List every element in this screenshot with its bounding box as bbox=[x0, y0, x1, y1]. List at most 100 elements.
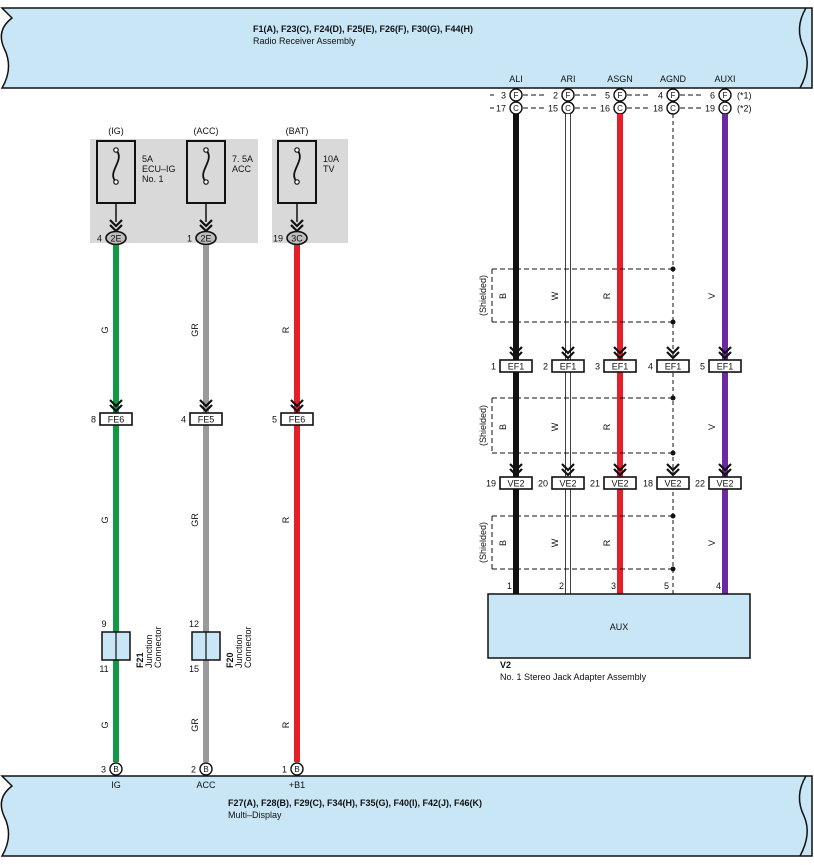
signal-name: ARI bbox=[560, 74, 575, 84]
top-component-banner: F1(A), F23(C), F24(D), F25(E), F26(F), F… bbox=[0, 7, 813, 89]
f-connector: F bbox=[561, 88, 575, 102]
f-pin: 5 bbox=[605, 91, 610, 101]
chevron-icon bbox=[718, 346, 732, 360]
c-connector: C bbox=[718, 101, 732, 115]
fe-connector-pin: 4 bbox=[181, 415, 186, 425]
f-connector-label: F bbox=[566, 91, 571, 100]
fuse-group-label: (IG) bbox=[108, 126, 124, 136]
c-connector-label: C bbox=[722, 104, 728, 113]
aux-box-name: AUX bbox=[610, 622, 629, 632]
fuse-amp: 7. 5A bbox=[232, 154, 253, 164]
b-connector-label: B bbox=[203, 765, 208, 774]
fuse-connector-label: 2E bbox=[110, 234, 121, 244]
c-connector: C bbox=[561, 101, 575, 115]
b-connector-pin: 2 bbox=[191, 765, 196, 775]
wire-color-code: W bbox=[550, 291, 560, 300]
junction-line1: Junction bbox=[144, 634, 154, 668]
wire-color-code: R bbox=[602, 292, 612, 299]
ef-connector: EF1 2 bbox=[543, 359, 585, 373]
fuse-connector: 2E4 bbox=[97, 230, 127, 246]
c-pin: 18 bbox=[653, 104, 663, 114]
fuse-name: ACC bbox=[232, 164, 252, 174]
f-connector: F bbox=[509, 88, 523, 102]
ve-connector-label: VE2 bbox=[559, 479, 576, 489]
c-connector-label: C bbox=[513, 104, 519, 113]
bottom-component-name: Multi–Display bbox=[228, 810, 282, 820]
shield-box-1: (Shielded) bbox=[478, 395, 676, 456]
c-connector: C bbox=[666, 101, 680, 115]
wire-color-code: G bbox=[100, 721, 110, 728]
chevron-icon bbox=[561, 346, 575, 360]
junction-line2: Connector bbox=[153, 626, 163, 668]
chevron-icon bbox=[613, 463, 627, 477]
c-pin: 19 bbox=[705, 104, 715, 114]
fuse-connector: 2E1 bbox=[187, 230, 217, 246]
ef-connector-pin: 4 bbox=[648, 362, 653, 372]
junction-line2: Connector bbox=[243, 626, 253, 668]
chevron-icon bbox=[290, 399, 304, 413]
wire-color-code: B bbox=[498, 424, 508, 430]
f-connector: F bbox=[613, 88, 627, 102]
chevron-icon bbox=[509, 346, 523, 360]
ve-connector-label: VE2 bbox=[507, 479, 524, 489]
signal-name: ASGN bbox=[607, 74, 633, 84]
shield-box-2: (Shielded) bbox=[478, 513, 676, 572]
wire-color-code: GR bbox=[190, 718, 200, 732]
c-connector: C bbox=[613, 101, 627, 115]
chevron-icon bbox=[109, 399, 123, 413]
junction-pin-top: 12 bbox=[189, 619, 199, 629]
b-connector-label: B bbox=[113, 765, 118, 774]
ef-connector-label: EF1 bbox=[560, 362, 577, 372]
note-1: (*1) bbox=[737, 91, 752, 101]
note-2: (*2) bbox=[737, 104, 752, 114]
signal-name: AGND bbox=[660, 74, 687, 84]
top-component-codes: F1(A), F23(C), F24(D), F25(E), F26(F), F… bbox=[253, 24, 473, 34]
c-connector-label: C bbox=[617, 104, 623, 113]
aux-pin: 2 bbox=[559, 581, 564, 591]
junction-id: F20 bbox=[225, 652, 235, 668]
wire-color-code: GR bbox=[190, 323, 200, 337]
wire-color-code: G bbox=[100, 326, 110, 333]
wire-color-code: R bbox=[281, 721, 291, 728]
chevron-icon bbox=[613, 346, 627, 360]
wire-color-code: R bbox=[602, 539, 612, 546]
f-connector-label: F bbox=[618, 91, 623, 100]
wire-color-code: G bbox=[100, 516, 110, 523]
fe-connector-pin: 8 bbox=[91, 415, 96, 425]
b-pin-label: +B1 bbox=[289, 780, 305, 790]
ve-connector-label: VE2 bbox=[664, 479, 681, 489]
chevron-icon bbox=[509, 463, 523, 477]
wire-color-code: R bbox=[281, 326, 291, 333]
wire-color-code: B bbox=[498, 293, 508, 299]
b-connector-label: B bbox=[294, 765, 299, 774]
junction-line1: Junction bbox=[234, 634, 244, 668]
c-connector: C bbox=[509, 101, 523, 115]
right-circuits: ALIFC317EF11VE219BBB1ALOARIFC215EF12VE22… bbox=[478, 74, 752, 609]
wire-color-code: GR bbox=[190, 513, 200, 527]
junction-pin-bottom: 11 bbox=[99, 664, 108, 674]
b-pin-label: ACC bbox=[196, 780, 216, 790]
wire-color-code: V bbox=[707, 293, 717, 299]
f-connector-label: F bbox=[671, 91, 676, 100]
ef-connector-pin: 2 bbox=[543, 362, 548, 372]
wire-color-code: V bbox=[707, 540, 717, 546]
c-connector-label: C bbox=[565, 104, 571, 113]
aux-pin: 3 bbox=[611, 581, 616, 591]
b-connector-pin: 1 bbox=[282, 765, 287, 775]
shielded-label: (Shielded) bbox=[478, 275, 488, 316]
ve-connector-label: VE2 bbox=[611, 479, 628, 489]
wire-color-code: V bbox=[707, 424, 717, 430]
top-component-name: Radio Receiver Assembly bbox=[253, 36, 356, 46]
signal-name: ALI bbox=[509, 74, 523, 84]
ve-connector-pin: 18 bbox=[643, 479, 653, 489]
fe-connector-pin: 5 bbox=[272, 415, 277, 425]
signal-ARI: ARIFC215EF12VE220WWW2ARO bbox=[538, 74, 585, 609]
